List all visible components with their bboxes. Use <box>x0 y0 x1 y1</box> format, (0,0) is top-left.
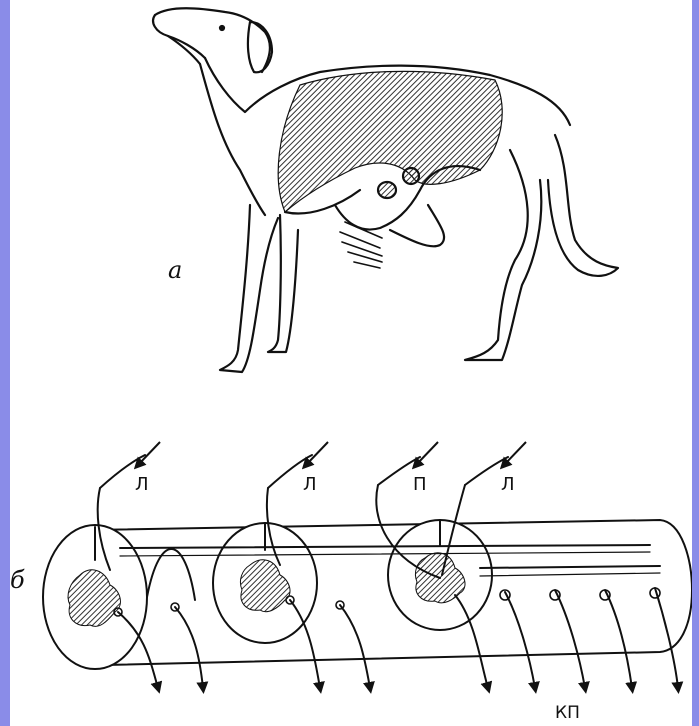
receptor-arrow-4 <box>504 442 526 465</box>
efferent-6 <box>505 592 535 688</box>
efferent-2 <box>175 607 203 688</box>
receptor-label-4: Л <box>501 474 515 495</box>
dog-scratch-paw-pad-1 <box>378 182 396 198</box>
efferent-7 <box>555 590 585 688</box>
receptor-arrow-2 <box>306 442 328 465</box>
dog-illustration <box>153 8 618 372</box>
dog-scratch-leg-inner <box>390 205 444 246</box>
tract-upper-2 <box>120 552 650 556</box>
tract-lower-2 <box>480 573 660 576</box>
dog-ear <box>248 22 272 72</box>
tract-upper <box>120 545 650 548</box>
panel-b-label: б <box>10 566 25 594</box>
receptor-label-3: П <box>413 474 427 495</box>
tract-lower <box>480 566 660 568</box>
output-label: КП <box>555 703 580 723</box>
efferent-9 <box>655 588 678 688</box>
dog-tail <box>548 135 618 276</box>
dog-muzzle <box>153 15 205 58</box>
cord-segment-2 <box>213 523 317 643</box>
receptor-arrow-1 <box>138 442 160 465</box>
panel-a-label: а <box>168 256 182 284</box>
cord-segment-3 <box>388 520 492 630</box>
receptor-arrow-3 <box>416 442 438 465</box>
cord-segment-1 <box>43 525 195 669</box>
efferent-8 <box>605 590 632 688</box>
dog-chest <box>200 64 265 215</box>
motor-neurons <box>114 588 660 616</box>
dog-front-leg-left <box>220 205 278 372</box>
dog-eye <box>220 26 224 30</box>
figure-canvas: а <box>10 0 692 726</box>
dog-hind-leg <box>465 150 541 360</box>
receptor-label-2: Л <box>303 474 317 495</box>
receptor-label-1: Л <box>135 474 149 495</box>
efferent-4 <box>340 605 370 688</box>
receptor-arrows <box>138 442 526 465</box>
diagram-svg: а <box>10 0 692 726</box>
dog-scratch-paw-pad-2 <box>403 168 419 184</box>
